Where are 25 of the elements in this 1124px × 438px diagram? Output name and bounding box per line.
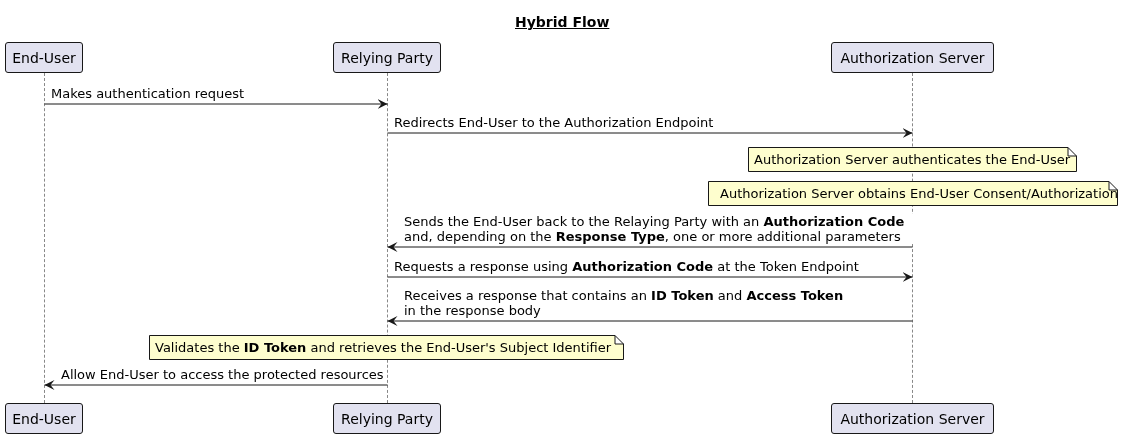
note-text: Validates the ID Token and retrieves the End-User's Subject Identifier — [155, 340, 612, 355]
edge-label: Makes authentication request — [51, 86, 245, 101]
note-text: Authorization Server obtains End-User Consent/Authorization — [720, 186, 1118, 201]
message-arrow — [387, 128, 913, 138]
note-text: Authorization Server authenticates the End-User — [754, 152, 1071, 167]
participant-box: Relying Party — [333, 403, 441, 434]
message-arrow — [387, 316, 913, 326]
participant-box: End-User — [5, 403, 83, 434]
title: Hybrid Flow — [515, 14, 610, 30]
participant-box: Relying Party — [333, 42, 441, 73]
note-box — [708, 181, 1118, 206]
edge-label: Sends the End-User back to the Relaying Party with an Authorization Code and, depending on the Response Type, one or more additional parameters — [404, 214, 914, 244]
participant-box: Authorization Server — [831, 42, 994, 73]
message-arrow — [387, 242, 913, 252]
lifeline — [44, 73, 45, 403]
note-box — [748, 147, 1077, 172]
participant-box: Authorization Server — [831, 403, 994, 434]
message-arrow — [387, 272, 913, 282]
edge-label: Redirects End-User to the Authorization Endpoint — [394, 115, 714, 130]
edge-label: Allow End-User to access the protected resources — [61, 367, 384, 382]
participant-box: End-User — [5, 42, 83, 73]
note-box — [149, 335, 624, 360]
message-arrow — [44, 380, 388, 390]
message-arrow — [44, 99, 388, 109]
edge-label: Requests a response using Authorization Code at the Token Endpoint — [394, 259, 859, 274]
